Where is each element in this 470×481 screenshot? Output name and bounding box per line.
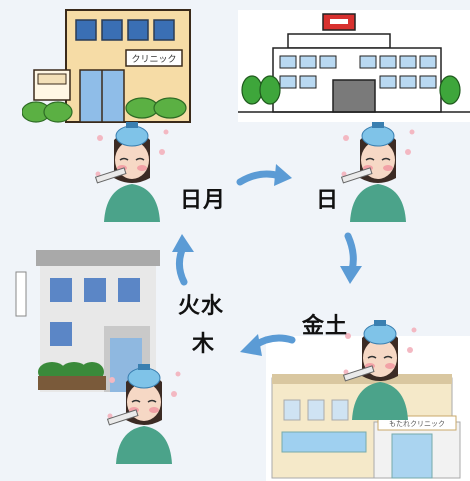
arrow-right-icon (236, 164, 292, 186)
arrow-down-icon (340, 232, 362, 284)
arrow-left-icon (240, 334, 296, 356)
sick-person-top-left (94, 122, 169, 222)
hospital-illustration (238, 13, 470, 113)
day-label-left-line1: 火水 (178, 294, 225, 319)
arrow-up-icon (172, 234, 194, 286)
sick-person-top-right (340, 122, 415, 222)
day-label-right: 金土 (302, 314, 349, 339)
small-clinic-sign: クリニック (131, 54, 176, 65)
clinic-right-sign: もたれクリニック (389, 420, 445, 428)
day-label-left-line2: 木 (192, 332, 216, 357)
sick-person-bottom-left (106, 364, 181, 464)
sick-person-bottom-right (342, 320, 417, 420)
day-label-top-left: 日月 (180, 188, 227, 213)
clinic-right-illustration: もたれクリニック (271, 374, 461, 479)
small-clinic-illustration: クリニック (22, 9, 191, 123)
day-label-top-right: 日 (316, 188, 340, 213)
